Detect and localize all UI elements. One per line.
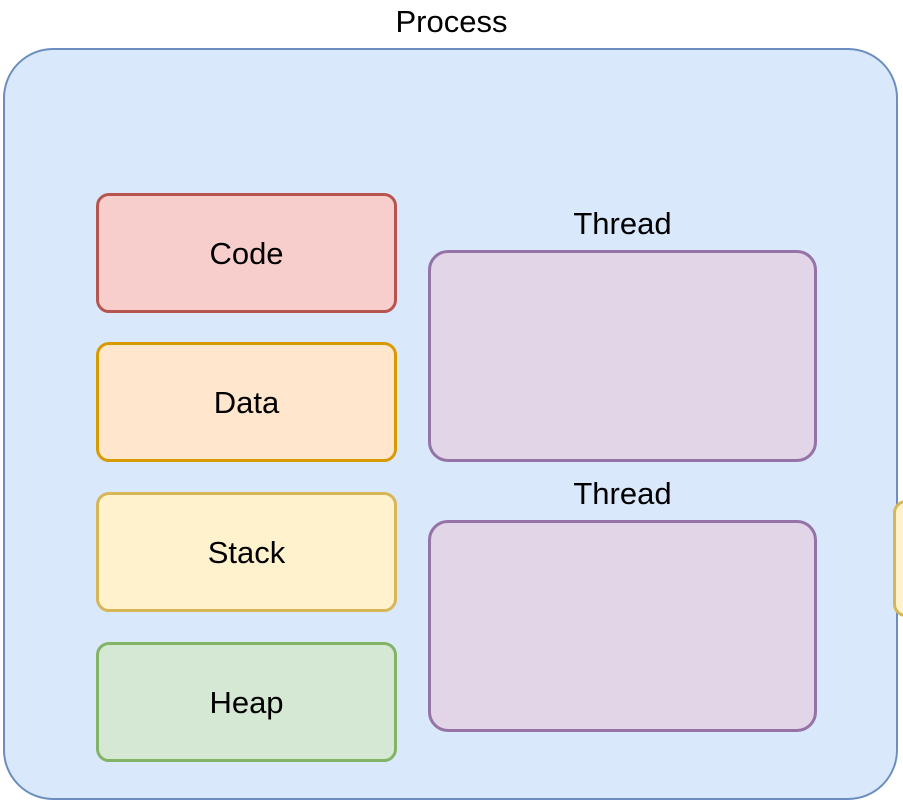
thread-1-title: Thread	[573, 206, 672, 241]
segment-code-label: Code	[209, 235, 284, 271]
segment-data[interactable]: Data	[96, 342, 397, 462]
thread-1-stack[interactable]: Stack	[893, 500, 903, 617]
segment-heap-label: Heap	[209, 684, 284, 720]
segment-stack[interactable]: Stack	[96, 492, 397, 612]
thread-2-title: Thread	[573, 476, 672, 511]
process-title: Process	[395, 4, 508, 39]
thread-2-container[interactable]: Stack	[428, 520, 817, 732]
segment-data-label: Data	[213, 384, 280, 420]
segment-heap[interactable]: Heap	[96, 642, 397, 762]
process-container[interactable]: Code Data Stack Heap Thread Stack Thread…	[3, 48, 903, 800]
thread-1-container[interactable]: Stack	[428, 250, 903, 617]
segment-code[interactable]: Code	[96, 193, 397, 313]
segment-stack-label: Stack	[207, 534, 286, 570]
